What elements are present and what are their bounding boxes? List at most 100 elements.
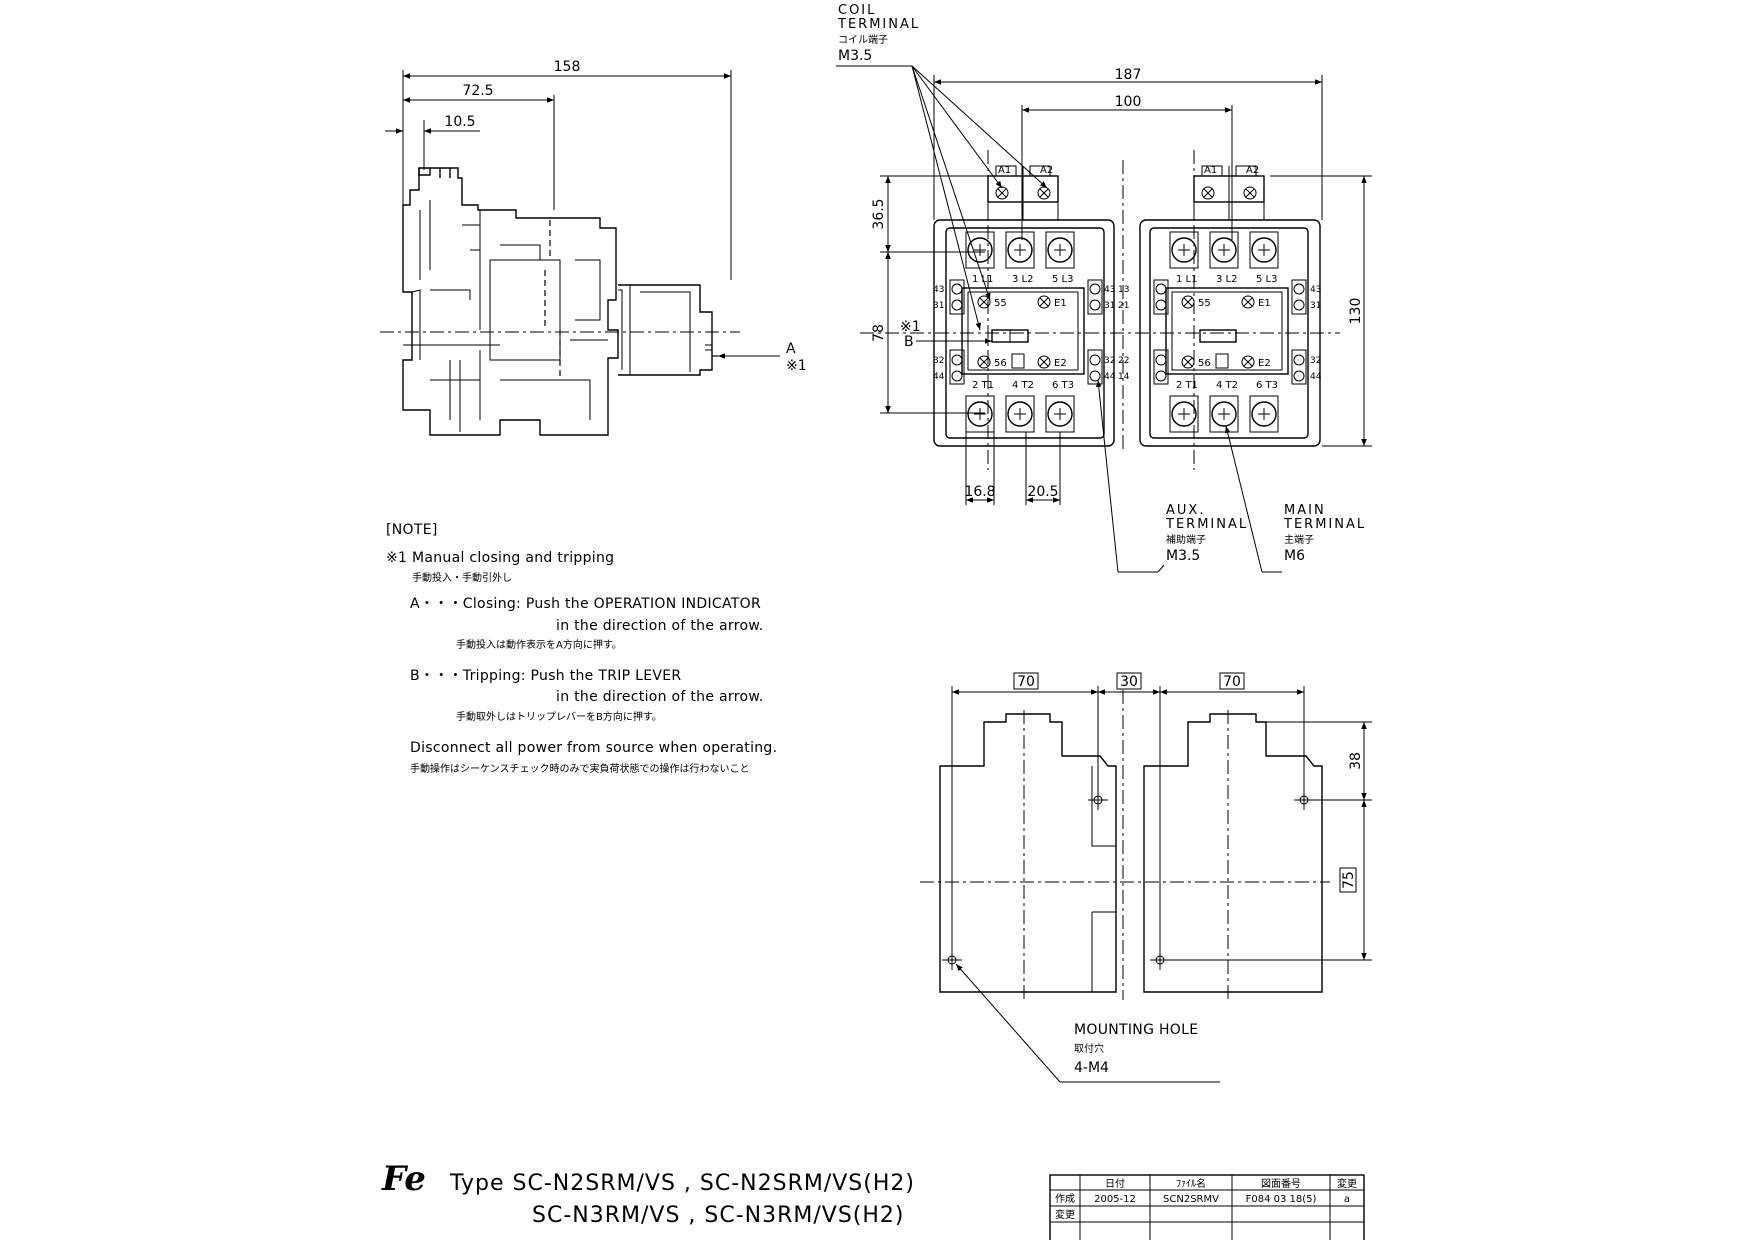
table-cell-drawing: F084 03 18(5) [1246, 1194, 1317, 1205]
right-main-t2: 4 T2 [1216, 380, 1238, 391]
main-terminal-size: M6 [1284, 548, 1305, 564]
left-coil-a2: A2 [1040, 165, 1053, 176]
aux-terminal-label-1: AUX. [1166, 503, 1205, 518]
table-cell-date: 2005-12 [1094, 1194, 1136, 1205]
mounting-hole-label: MOUNTING HOLE [1074, 1022, 1198, 1038]
mounting-hole-br [1150, 950, 1170, 970]
note-b-line1: B・・・Tripping: Push the TRIP LEVER [410, 668, 681, 684]
mounting-view: 70 30 70 38 75 MOUNTING HOLE 取付穴 [920, 672, 1372, 1083]
coil-terminal-size: M3.5 [838, 48, 872, 64]
note-warn-en: Disconnect all power from source when op… [410, 740, 777, 756]
aux-terminal-size: M3.5 [1166, 548, 1200, 564]
aux-terminal-label-2: TERMINAL [1165, 517, 1248, 532]
mount-dim-gap: 30 [1120, 674, 1138, 690]
right-side-44: 44 [1310, 372, 1322, 382]
mounting-hole-size: 4-M4 [1074, 1060, 1109, 1076]
side-view: 158 72.5 10.5 A ※1 [380, 59, 807, 436]
front-dim-main-pitch: 20.5 [1027, 484, 1058, 500]
left-aux-55: 55 [994, 298, 1007, 309]
front-dim-mid: 78 [871, 324, 887, 342]
center-aux-32: 32 [1104, 356, 1115, 366]
left-side-32: 32 [933, 356, 944, 366]
side-dim-small: 10.5 [444, 114, 475, 130]
right-aux-55: 55 [1198, 298, 1211, 309]
coil-terminal-label-1: COIL [838, 3, 876, 18]
main-terminal-label-1: MAIN [1284, 503, 1326, 518]
table-cell-file: SCN2SRMV [1163, 1194, 1219, 1205]
side-dim-overall: 158 [554, 59, 581, 75]
title-block: Fe Type SC-N2SRM/VS , SC-N2SRM/VS(H2) SC… [381, 1159, 1365, 1240]
mounting-hole-tr [1294, 790, 1314, 810]
right-aux-e2: E2 [1258, 358, 1271, 369]
left-aux-e1: E1 [1054, 298, 1067, 309]
right-main-t1: 2 T1 [1176, 380, 1198, 391]
center-aux-31: 31 [1104, 301, 1115, 311]
left-main-l3: 5 L3 [1052, 274, 1073, 285]
left-aux-e2: E2 [1054, 358, 1067, 369]
coil-terminal-label-jp: コイル端子 [838, 33, 888, 46]
main-terminal-label-2: TERMINAL [1283, 517, 1366, 532]
front-view: COIL TERMINAL コイル端子 M3.5 187 100 130 36.… [836, 3, 1372, 573]
aux-terminal-label-jp: 補助端子 [1166, 533, 1206, 546]
left-main-t3: 6 T3 [1052, 380, 1074, 391]
center-aux-13: 13 [1118, 285, 1129, 295]
table-cell-rev: a [1344, 1194, 1350, 1205]
type-line-2: SC-N3RM/VS , SC-N3RM/VS(H2) [532, 1203, 905, 1228]
table-row-label: 作成 [1055, 1193, 1075, 1205]
front-dim-pitch: 100 [1115, 94, 1142, 110]
front-marker-b: B [904, 334, 914, 350]
right-aux-e1: E1 [1258, 298, 1271, 309]
center-aux-14: 14 [1118, 372, 1130, 382]
note-b-jp: 手動取外しはトリップレバーをB方向に押す。 [456, 710, 662, 723]
side-marker-a: A [786, 341, 796, 357]
left-main-t1: 2 T1 [972, 380, 994, 391]
front-dim-top: 36.5 [871, 198, 887, 229]
notes: [NOTE] ※1 Manual closing and tripping 手動… [386, 522, 777, 775]
contactor-right: A1 A2 1 L1 3 L2 5 L3 55 E1 56 E2 2 T1 4 … [1139, 165, 1322, 447]
right-main-l3: 5 L3 [1256, 274, 1277, 285]
table-header-rev: 変更 [1337, 1177, 1357, 1190]
left-main-t2: 4 T2 [1012, 380, 1034, 391]
right-side-32: 32 [1310, 356, 1321, 366]
center-aux-43: 43 [1104, 285, 1115, 295]
mounting-hole-label-jp: 取付穴 [1074, 1042, 1104, 1055]
right-main-t3: 6 T3 [1256, 380, 1278, 391]
table-row-label-2: 変更 [1055, 1208, 1075, 1221]
mount-dim-vertical: 75 [1341, 871, 1357, 889]
main-terminal-label-jp: 主端子 [1284, 533, 1314, 546]
table-header-file: ﾌｧｲﾙ名 [1176, 1177, 1206, 1190]
contactor-left: A1 A2 1 L1 3 L2 5 L3 55 E1 56 E2 [933, 165, 1115, 447]
right-main-l1: 1 L1 [1176, 274, 1197, 285]
side-dim-mid: 72.5 [462, 83, 493, 99]
front-dim-width: 187 [1115, 67, 1142, 83]
note-ref1-jp: 手動投入・手動引外し [412, 571, 512, 584]
right-aux-56: 56 [1198, 358, 1211, 369]
left-coil-a1: A1 [998, 165, 1011, 176]
table-header-date: 日付 [1105, 1177, 1125, 1190]
table-header-drawing: 図面番号 [1261, 1178, 1301, 1190]
left-main-l2: 3 L2 [1012, 274, 1033, 285]
side-marker-ref: ※1 [786, 358, 807, 374]
right-side-43: 43 [1310, 285, 1321, 295]
left-side-43: 43 [933, 285, 944, 295]
right-side-31: 31 [1310, 301, 1321, 311]
left-aux-56: 56 [994, 358, 1007, 369]
note-a-line1: A・・・Closing: Push the OPERATION INDICATO… [410, 596, 761, 612]
mounting-hole-bl [942, 950, 962, 970]
mount-dim-top: 38 [1348, 752, 1364, 770]
note-a-line2: in the direction of the arrow. [556, 618, 764, 634]
mount-dim-left: 70 [1017, 674, 1035, 690]
center-aux-22: 22 [1118, 356, 1129, 366]
center-aux-44: 44 [1104, 372, 1116, 382]
coil-terminal-label-2: TERMINAL [837, 17, 920, 32]
front-marker-ref: ※1 [900, 319, 921, 335]
front-dim-height: 130 [1348, 298, 1364, 325]
right-main-l2: 3 L2 [1216, 274, 1237, 285]
left-side-44: 44 [933, 372, 945, 382]
mount-dim-right: 70 [1223, 674, 1241, 690]
type-line-1: Type SC-N2SRM/VS , SC-N2SRM/VS(H2) [449, 1171, 915, 1196]
note-warn-jp: 手動操作はシーケンスチェック時のみで実負荷状態での操作は行わないこと [410, 762, 750, 775]
note-heading: [NOTE] [386, 522, 438, 538]
center-aux-21: 21 [1118, 301, 1129, 311]
right-coil-a2: A2 [1246, 165, 1259, 176]
